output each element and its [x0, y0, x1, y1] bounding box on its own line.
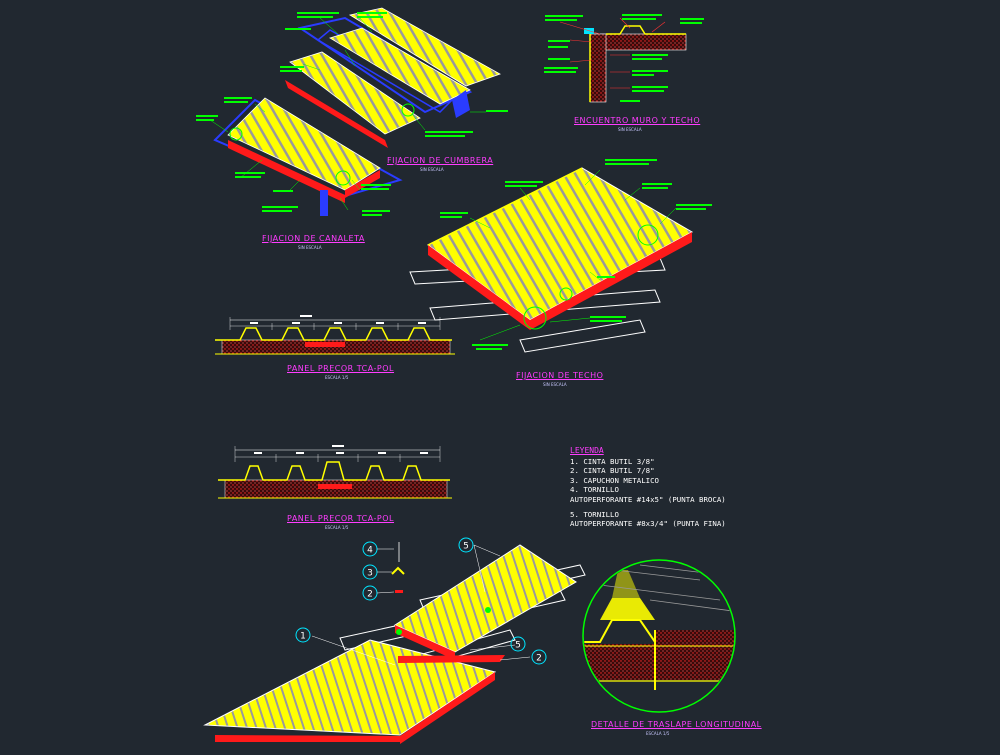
legend-item-5-desc: AUTOPERFORANTE #8x3/4" (PUNTA FINA)	[570, 519, 726, 529]
svg-text:5: 5	[463, 542, 469, 552]
legend-item-4: 4. TORNILLO	[570, 485, 619, 495]
scale-muro-techo: SIN ESCALA	[618, 127, 642, 132]
legend-item-1: 1. CINTA BUTIL 3/8"	[570, 456, 655, 466]
title-panel-1: PANEL PRECOR TCA-POL	[287, 364, 395, 373]
svg-text:4: 4	[367, 546, 373, 556]
legend-item-2: 2. CINTA BUTIL 7/8"	[570, 466, 655, 476]
scale-traslape: ESCALA 1/5	[646, 731, 670, 736]
legend-item-5: 5. TORNILLO	[570, 509, 619, 519]
callout-1: 1	[295, 627, 311, 643]
panel-section-1	[215, 315, 455, 355]
callout-2b: 2	[531, 649, 547, 665]
scale-canaleta: SIN ESCALA	[298, 245, 322, 250]
callout-5b: 5	[510, 636, 526, 652]
muro-techo-detail	[544, 14, 704, 103]
traslape-zoom-circle	[582, 559, 736, 713]
traslape-assembly	[203, 542, 586, 744]
title-muro-techo: ENCUENTRO MURO Y TECHO	[574, 116, 701, 125]
cumbrera-detail	[280, 7, 508, 148]
techo-detail	[409, 159, 712, 353]
callout-3: 3	[362, 564, 392, 580]
callout-2a: 2	[362, 585, 395, 601]
svg-text:2: 2	[367, 590, 373, 600]
title-panel-2: PANEL PRECOR TCA-POL	[287, 514, 395, 523]
scale-panel-1: ESCALA 1/5	[325, 375, 349, 380]
svg-text:1: 1	[300, 632, 306, 642]
title-canaleta: FIJACION DE CANALETA	[262, 234, 365, 243]
title-traslape: DETALLE DE TRASLAPE LONGITUDINAL	[591, 720, 762, 729]
scale-techo: SIN ESCALA	[543, 382, 567, 387]
canaleta-detail	[196, 97, 403, 216]
legend-title: LEYENDA	[570, 446, 604, 455]
legend-item-3: 3. CAPUCHON METALICO	[570, 475, 659, 485]
callout-markers: 4 3 2 5 1 5 2	[295, 537, 547, 665]
legend-item-4-desc: AUTOPERFORANTE #14x5" (PUNTA BROCA)	[570, 494, 726, 504]
callout-4: 4	[362, 541, 394, 557]
title-techo: FIJACION DE TECHO	[516, 371, 604, 380]
panel-section-2	[218, 445, 452, 499]
svg-text:5: 5	[515, 641, 521, 651]
scale-panel-2: ESCALA 1/5	[325, 525, 349, 530]
svg-text:2: 2	[536, 654, 542, 664]
svg-text:3: 3	[367, 569, 373, 579]
scale-cumbrera: SIN ESCALA	[420, 167, 444, 172]
callout-5a: 5	[458, 537, 474, 553]
legend: LEYENDA 1. CINTA BUTIL 3/8" 2. CINTA BUT…	[570, 446, 800, 529]
title-cumbrera: FIJACION DE CUMBRERA	[387, 156, 494, 165]
